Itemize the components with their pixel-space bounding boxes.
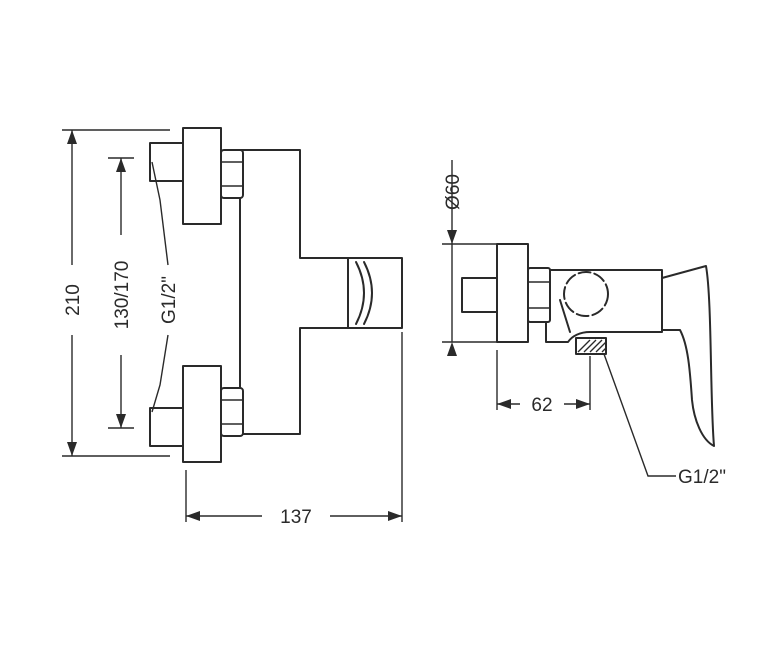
dim-depth — [496, 350, 591, 410]
label-outlet-thread-side: G1/2" — [678, 467, 726, 488]
side-hex-nut — [527, 267, 551, 323]
dim-overall-height — [62, 129, 170, 457]
label-inlet-thread-front: G1/2" — [159, 276, 180, 324]
side-flange — [496, 243, 529, 343]
label-center-distance: 130/170 — [112, 261, 133, 330]
front-view — [149, 127, 403, 463]
front-main-body — [239, 149, 353, 435]
dim-width — [185, 332, 403, 522]
front-lower-connector — [149, 365, 244, 463]
label-width: 137 — [280, 507, 312, 528]
side-view — [461, 243, 715, 477]
dim-diameter — [442, 160, 500, 356]
dim-center-distance — [108, 157, 134, 429]
side-lever-handle — [661, 265, 715, 447]
front-thread-leader — [151, 161, 169, 413]
label-diameter: Ø60 — [443, 174, 464, 210]
side-cartridge-circle — [563, 271, 609, 317]
label-depth: 62 — [531, 395, 552, 416]
front-upper-connector — [149, 127, 244, 225]
front-outlet-spout — [347, 257, 403, 329]
label-overall-height: 210 — [63, 284, 84, 316]
side-thread-leader — [603, 353, 676, 477]
side-outlet-thread — [575, 337, 607, 355]
side-inlet-pipe — [461, 277, 498, 313]
